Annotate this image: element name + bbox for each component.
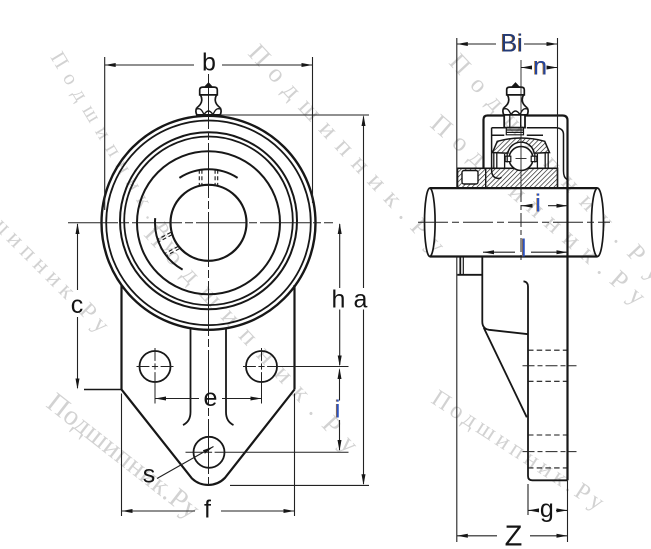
- svg-text:Bi: Bi: [500, 30, 522, 58]
- svg-text:i: i: [334, 396, 340, 424]
- svg-text:s: s: [143, 461, 156, 489]
- svg-text:c: c: [71, 291, 84, 319]
- svg-text:l: l: [520, 235, 526, 263]
- svg-text:b: b: [202, 49, 216, 77]
- svg-text:h: h: [332, 286, 346, 314]
- svg-text:f: f: [204, 496, 211, 524]
- svg-text:a: a: [354, 286, 368, 314]
- svg-text:Bi: Bi: [501, 30, 523, 58]
- svg-text:i: i: [535, 189, 541, 217]
- svg-text:n: n: [533, 53, 547, 81]
- svg-text:Z: Z: [505, 521, 523, 549]
- svg-text:i: i: [535, 189, 541, 217]
- svg-text:g: g: [540, 495, 554, 523]
- svg-text:e: e: [204, 384, 218, 412]
- svg-text:l: l: [521, 235, 527, 263]
- svg-text:i: i: [335, 396, 341, 424]
- svg-text:n: n: [533, 53, 547, 81]
